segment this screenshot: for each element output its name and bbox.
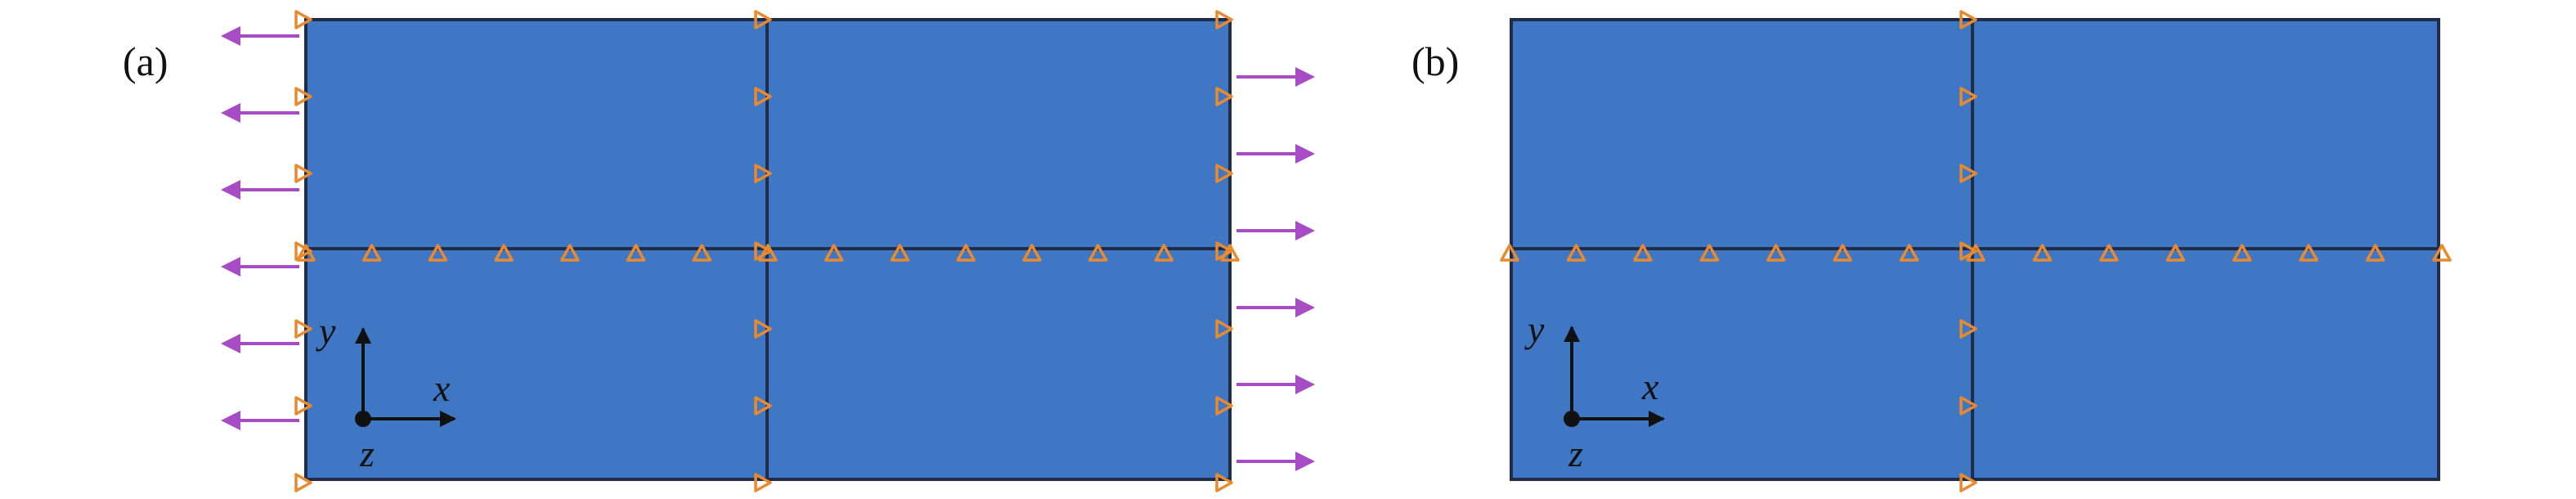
- triangle-constraint-icon: [1766, 244, 1786, 262]
- triangle-constraint-icon: [956, 244, 976, 262]
- plate-quadrant: [1971, 247, 2440, 481]
- triangle-constraint-icon: [2232, 244, 2252, 262]
- z-axis-label: z: [1568, 433, 1583, 474]
- panel-a-plates: [304, 18, 1232, 481]
- triangle-constraint-icon: [294, 473, 312, 492]
- triangle-constraint-icon: [758, 244, 778, 262]
- triangle-constraint-icon: [1215, 473, 1233, 492]
- triangle-constraint-icon: [1959, 241, 1977, 261]
- x-axis-label: x: [1641, 366, 1659, 407]
- panel-b-constraints: [1500, 10, 2452, 492]
- triangle-constraint-icon: [1566, 244, 1586, 262]
- triangle-constraint-icon: [1959, 87, 1977, 106]
- triangle-constraint-icon: [824, 244, 844, 262]
- axis-origin-icon: [1564, 411, 1580, 427]
- triangle-constraint-icon: [1215, 10, 1233, 29]
- triangle-constraint-icon: [361, 244, 382, 262]
- triangle-constraint-icon: [1959, 319, 1977, 339]
- triangle-constraint-icon: [890, 244, 910, 262]
- plate-quadrant: [765, 18, 1232, 250]
- triangle-constraint-icon: [2432, 244, 2452, 262]
- plate-quadrant: [765, 247, 1232, 481]
- panel-b-plates: [1510, 18, 2440, 481]
- panel-a-constraints: [294, 10, 1240, 492]
- plate-quadrant: [304, 247, 769, 481]
- triangle-constraint-icon: [754, 396, 772, 416]
- triangle-constraint-icon: [1215, 396, 1233, 416]
- triangle-constraint-icon: [2365, 244, 2385, 262]
- triangle-constraint-icon: [294, 87, 312, 106]
- panel-a: (a) y x z: [123, 10, 1315, 492]
- triangle-constraint-icon: [1899, 244, 1919, 262]
- triangle-constraint-icon: [2099, 244, 2119, 262]
- triangle-constraint-icon: [626, 244, 646, 262]
- triangle-constraint-icon: [692, 244, 712, 262]
- y-axis-label: y: [1524, 308, 1545, 350]
- triangle-constraint-icon: [2165, 244, 2186, 262]
- triangle-constraint-icon: [1154, 244, 1174, 262]
- triangle-constraint-icon: [2299, 244, 2318, 262]
- panel-a-coordinate-axes: y x z: [316, 310, 456, 474]
- triangle-constraint-icon: [1500, 244, 1519, 262]
- triangle-constraint-icon: [754, 87, 772, 106]
- x-axis-label: x: [433, 367, 451, 409]
- triangle-constraint-icon: [296, 244, 316, 262]
- triangle-constraint-icon: [1022, 244, 1042, 262]
- panel-b-coordinate-axes: y x z: [1524, 308, 1665, 474]
- axis-origin-icon: [355, 411, 371, 427]
- triangle-constraint-icon: [2032, 244, 2053, 262]
- triangle-constraint-icon: [754, 164, 772, 183]
- panel-b: (b) y x z: [1411, 10, 2452, 492]
- triangle-constraint-icon: [1699, 244, 1720, 262]
- triangle-constraint-icon: [294, 319, 312, 339]
- triangle-constraint-icon: [1220, 244, 1240, 262]
- triangle-constraint-icon: [1959, 164, 1977, 183]
- y-axis-label: y: [316, 310, 336, 352]
- z-axis-label: z: [359, 433, 375, 474]
- triangle-constraint-icon: [1215, 319, 1233, 339]
- triangle-constraint-icon: [1215, 164, 1233, 183]
- triangle-constraint-icon: [754, 10, 772, 29]
- triangle-constraint-icon: [428, 244, 448, 262]
- triangle-constraint-icon: [294, 164, 312, 183]
- triangle-constraint-icon: [1966, 244, 1986, 262]
- triangle-constraint-icon: [1215, 87, 1233, 106]
- triangle-constraint-icon: [1959, 10, 1977, 29]
- triangle-constraint-icon: [294, 10, 312, 29]
- plate-quadrant: [304, 18, 769, 250]
- triangle-constraint-icon: [1633, 244, 1653, 262]
- panel-b-label: (b): [1411, 38, 1459, 84]
- triangle-constraint-icon: [1833, 244, 1852, 262]
- panel-a-load-arrows: [221, 26, 1315, 471]
- triangle-constraint-icon: [560, 244, 580, 262]
- triangle-constraint-icon: [1959, 396, 1977, 416]
- triangle-constraint-icon: [1088, 244, 1108, 262]
- triangle-constraint-icon: [494, 244, 514, 262]
- triangle-constraint-icon: [754, 319, 772, 339]
- triangle-constraint-icon: [294, 396, 312, 416]
- plate-quadrant: [1510, 18, 1974, 250]
- plate-quadrant: [1971, 18, 2440, 250]
- panel-a-label: (a): [123, 38, 168, 84]
- triangle-constraint-icon: [1959, 473, 1977, 492]
- triangle-constraint-icon: [754, 473, 772, 492]
